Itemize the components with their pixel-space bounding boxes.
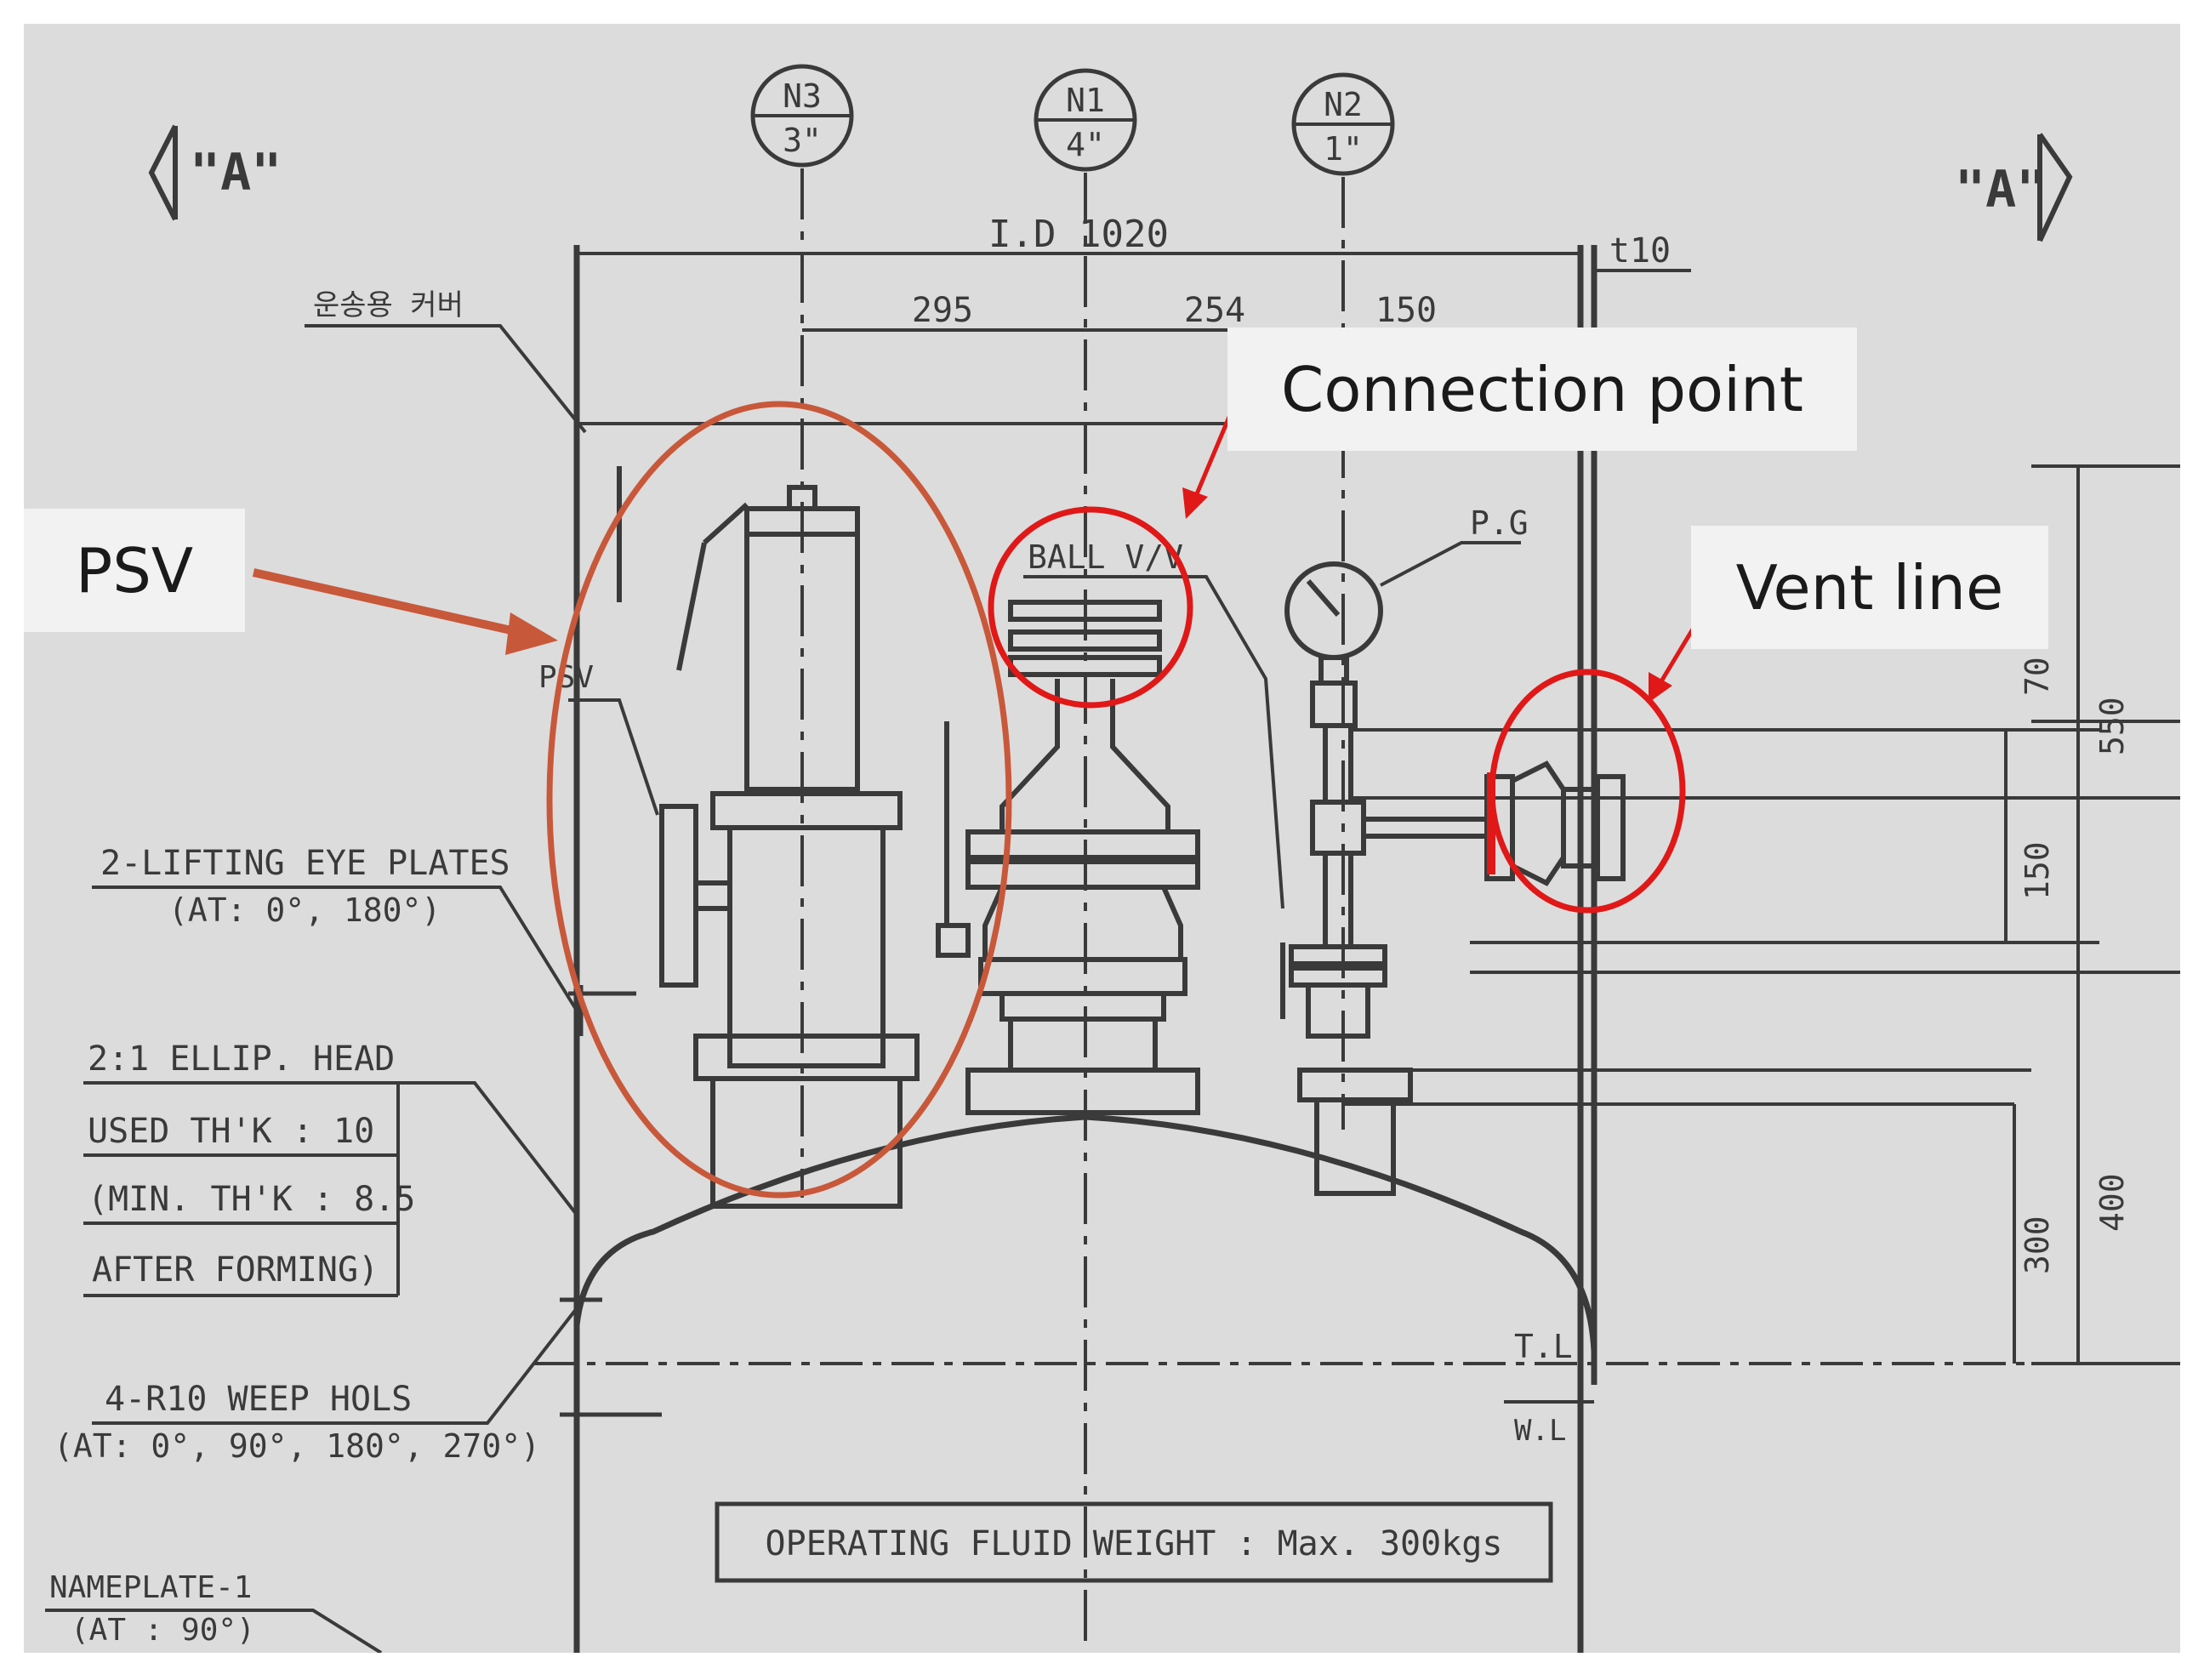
lifting-eye-label-2: (AT: 0°, 180°) — [168, 891, 441, 929]
connection-point-highlight — [988, 506, 1193, 709]
psv-highlight-ellipse — [546, 401, 1012, 1199]
ball-valve-leader — [1023, 575, 1284, 909]
cover-leader — [305, 324, 587, 434]
dim-150-vertical: 150 — [2019, 841, 2056, 900]
dim-thickness: t10 — [1609, 231, 1671, 271]
pressure-gauge-assembly — [1280, 561, 1626, 1196]
ellipsoidal-head — [573, 1113, 1597, 1352]
dim-254: 254 — [1184, 291, 1245, 330]
section-mark-right — [2037, 133, 2073, 242]
psv-assembly — [617, 466, 920, 1209]
section-mark-left — [148, 124, 178, 221]
weep-holes-label-1: 4-R10 WEEP HOLS — [105, 1380, 412, 1419]
nozzle-n2-id: N2 — [1324, 86, 1363, 123]
psv-callout-text: PSV — [75, 534, 194, 607]
center-lines — [800, 168, 1345, 1653]
dim-150: 150 — [1375, 291, 1437, 330]
nozzle-n1-size: 4" — [1066, 126, 1105, 163]
weep-holes-leader — [92, 1307, 578, 1425]
head-note-4: AFTER FORMING) — [92, 1250, 379, 1290]
nozzle-balloon-n3: N3 3" — [750, 64, 854, 168]
psv-callout: PSV — [24, 509, 245, 632]
weep-hole-mark — [560, 1297, 662, 1417]
nozzle-n3-id: N3 — [783, 77, 822, 115]
lifting-eye-leader — [92, 886, 578, 1012]
head-note-2: USED TH'K : 10 — [88, 1112, 374, 1151]
connection-point-callout-text: Connection point — [1281, 353, 1803, 425]
connection-point-callout-arrow — [1182, 410, 1234, 519]
psv-leader — [568, 698, 659, 816]
dim-inner-diameter: I.D 1020 — [988, 213, 1169, 256]
head-note-1: 2:1 ELLIP. HEAD — [88, 1039, 395, 1079]
nameplate-label-2: (AT : 90°) — [71, 1613, 255, 1648]
drawing-frame: "A" "A" N3 3" N1 4" N2 1" T.L W.L — [24, 24, 2180, 1653]
nameplate-label-1: NAMEPLATE-1 — [49, 1570, 252, 1605]
nozzle-n1-id: N1 — [1066, 82, 1105, 119]
operating-weight-text: OPERATING FLUID WEIGHT : Max. 300kgs — [766, 1524, 1503, 1563]
nozzle-balloon-n2: N2 1" — [1291, 72, 1395, 176]
pressure-gauge-label: P.G — [1470, 504, 1529, 542]
operating-weight-box — [715, 1501, 1553, 1583]
psv-drawing-label: PSV — [538, 660, 594, 695]
dim-295: 295 — [912, 291, 973, 330]
vessel-drawing: "A" "A" N3 3" N1 4" N2 1" T.L W.L — [45, 64, 2180, 1653]
ball-valve-assembly — [936, 600, 1200, 1115]
head-note-3: (MIN. TH'K : 8.5 — [88, 1180, 415, 1219]
nameplate-leader — [45, 1609, 383, 1653]
psv-callout-arrow — [252, 568, 558, 655]
cover-label: 운송용 커버 — [313, 288, 464, 322]
nozzle-n3-size: 3" — [783, 122, 822, 159]
section-mark-right-label: "A" — [1955, 160, 2047, 219]
section-mark-left-label: "A" — [190, 143, 282, 202]
weld-line-label: W.L — [1514, 1414, 1566, 1448]
weep-holes-label-2: (AT: 0°, 90°, 180°, 270°) — [54, 1427, 540, 1465]
connection-point-callout: Connection point — [1227, 327, 1857, 451]
tangent-line-label: T.L — [1514, 1328, 1573, 1365]
dim-400: 400 — [2093, 1173, 2131, 1232]
lifting-eye-label-1: 2-LIFTING EYE PLATES — [100, 844, 510, 883]
head-note-table — [83, 1081, 578, 1297]
pressure-gauge-leader — [1380, 541, 1521, 587]
nozzle-n2-size: 1" — [1324, 130, 1363, 168]
dim-300: 300 — [2019, 1216, 2056, 1274]
ball-valve-label: BALL V/V — [1028, 538, 1183, 576]
nozzle-balloon-n1: N1 4" — [1034, 68, 1137, 172]
dim-70: 70 — [2019, 657, 2056, 696]
dim-550: 550 — [2093, 697, 2131, 755]
vent-line-callout-text: Vent line — [1735, 551, 2004, 624]
vent-line-callout: Vent line — [1691, 526, 2048, 649]
